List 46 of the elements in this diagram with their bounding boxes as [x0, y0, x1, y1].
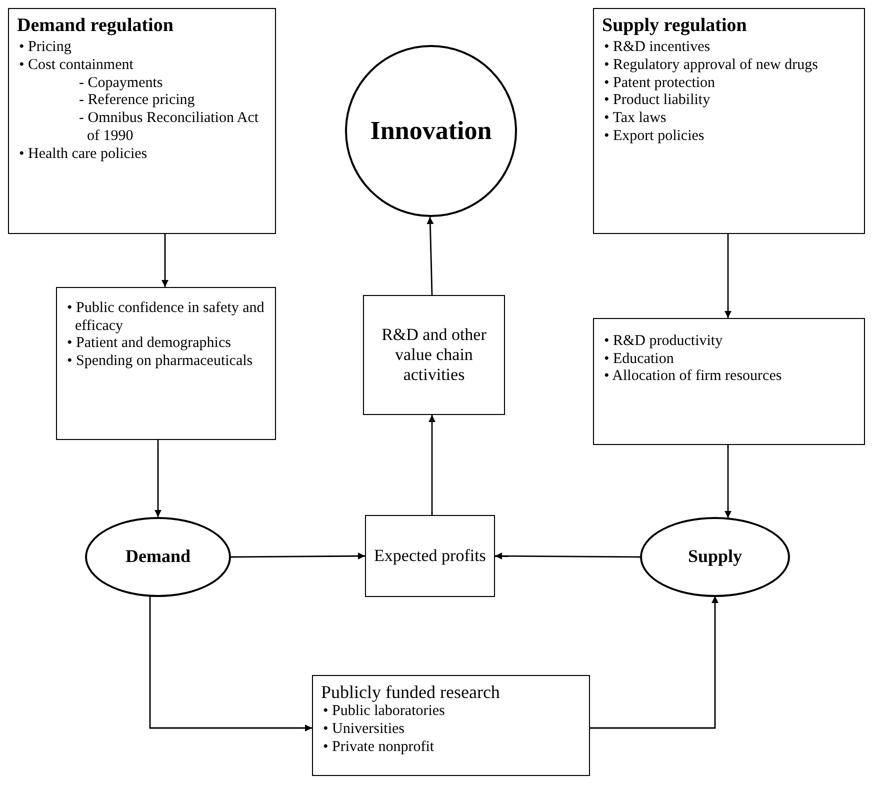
bullet-item: • Patient and demographics [66, 335, 232, 354]
arrow [495, 552, 640, 560]
bullet-item: • Health care policies [18, 146, 148, 164]
bullet-item: • Export policies [603, 128, 706, 146]
bullet-item: • Allocation of firm resources [603, 368, 783, 386]
arrow [724, 445, 732, 518]
arrow [428, 415, 436, 515]
bullet-item: - Omnibus Reconciliation Act of 1990 [78, 110, 260, 146]
process-box [365, 515, 495, 597]
text-box [593, 8, 865, 234]
bullet-item: • Tax laws [603, 110, 668, 128]
bullet-item: • R&D incentives [603, 39, 712, 58]
arrow [231, 552, 365, 560]
arrow [724, 234, 732, 318]
box-heading: Demand regulation [17, 15, 174, 38]
bullet-item: • Cost containment [18, 57, 134, 75]
text-box [593, 318, 865, 445]
node-label: Demand [125, 546, 190, 568]
node-label: Expected profits [374, 546, 486, 566]
node-label: Innovation [370, 116, 492, 146]
bullet-item: • Public laboratories [322, 703, 446, 721]
text-box [8, 8, 276, 234]
bullet-item: • Public confidence in safety and efficacy [66, 300, 266, 336]
bullet-item: • Product liability [603, 92, 712, 110]
node-label: Supply [688, 546, 742, 568]
node-label: R&D and other value chain activities [380, 324, 488, 386]
bullet-item: • R&D productivity [603, 333, 724, 351]
arrow [149, 595, 312, 732]
bullet-item: • Patent protection [603, 74, 716, 92]
text-box [56, 287, 276, 440]
text-box [312, 675, 590, 776]
bullet-item: • Education [603, 350, 675, 368]
arrow [426, 216, 434, 296]
bullet-item: • Universities [322, 720, 406, 739]
arrow [154, 440, 162, 517]
box-heading: Publicly funded research [321, 682, 501, 704]
bullet-item: • Private nonprofit [322, 738, 436, 756]
bullet-item: - Reference pricing [78, 92, 196, 110]
arrow [590, 596, 718, 729]
box-heading: Supply regulation [602, 15, 748, 38]
bullet-item: • Pricing [18, 39, 72, 58]
process-box [363, 295, 505, 415]
arrow [162, 234, 168, 287]
bullet-item: - Copayments [78, 74, 164, 92]
bullet-item: • Spending on pharmaceuticals [66, 353, 254, 371]
bullet-item: • Regulatory approval of new drugs [603, 57, 819, 75]
